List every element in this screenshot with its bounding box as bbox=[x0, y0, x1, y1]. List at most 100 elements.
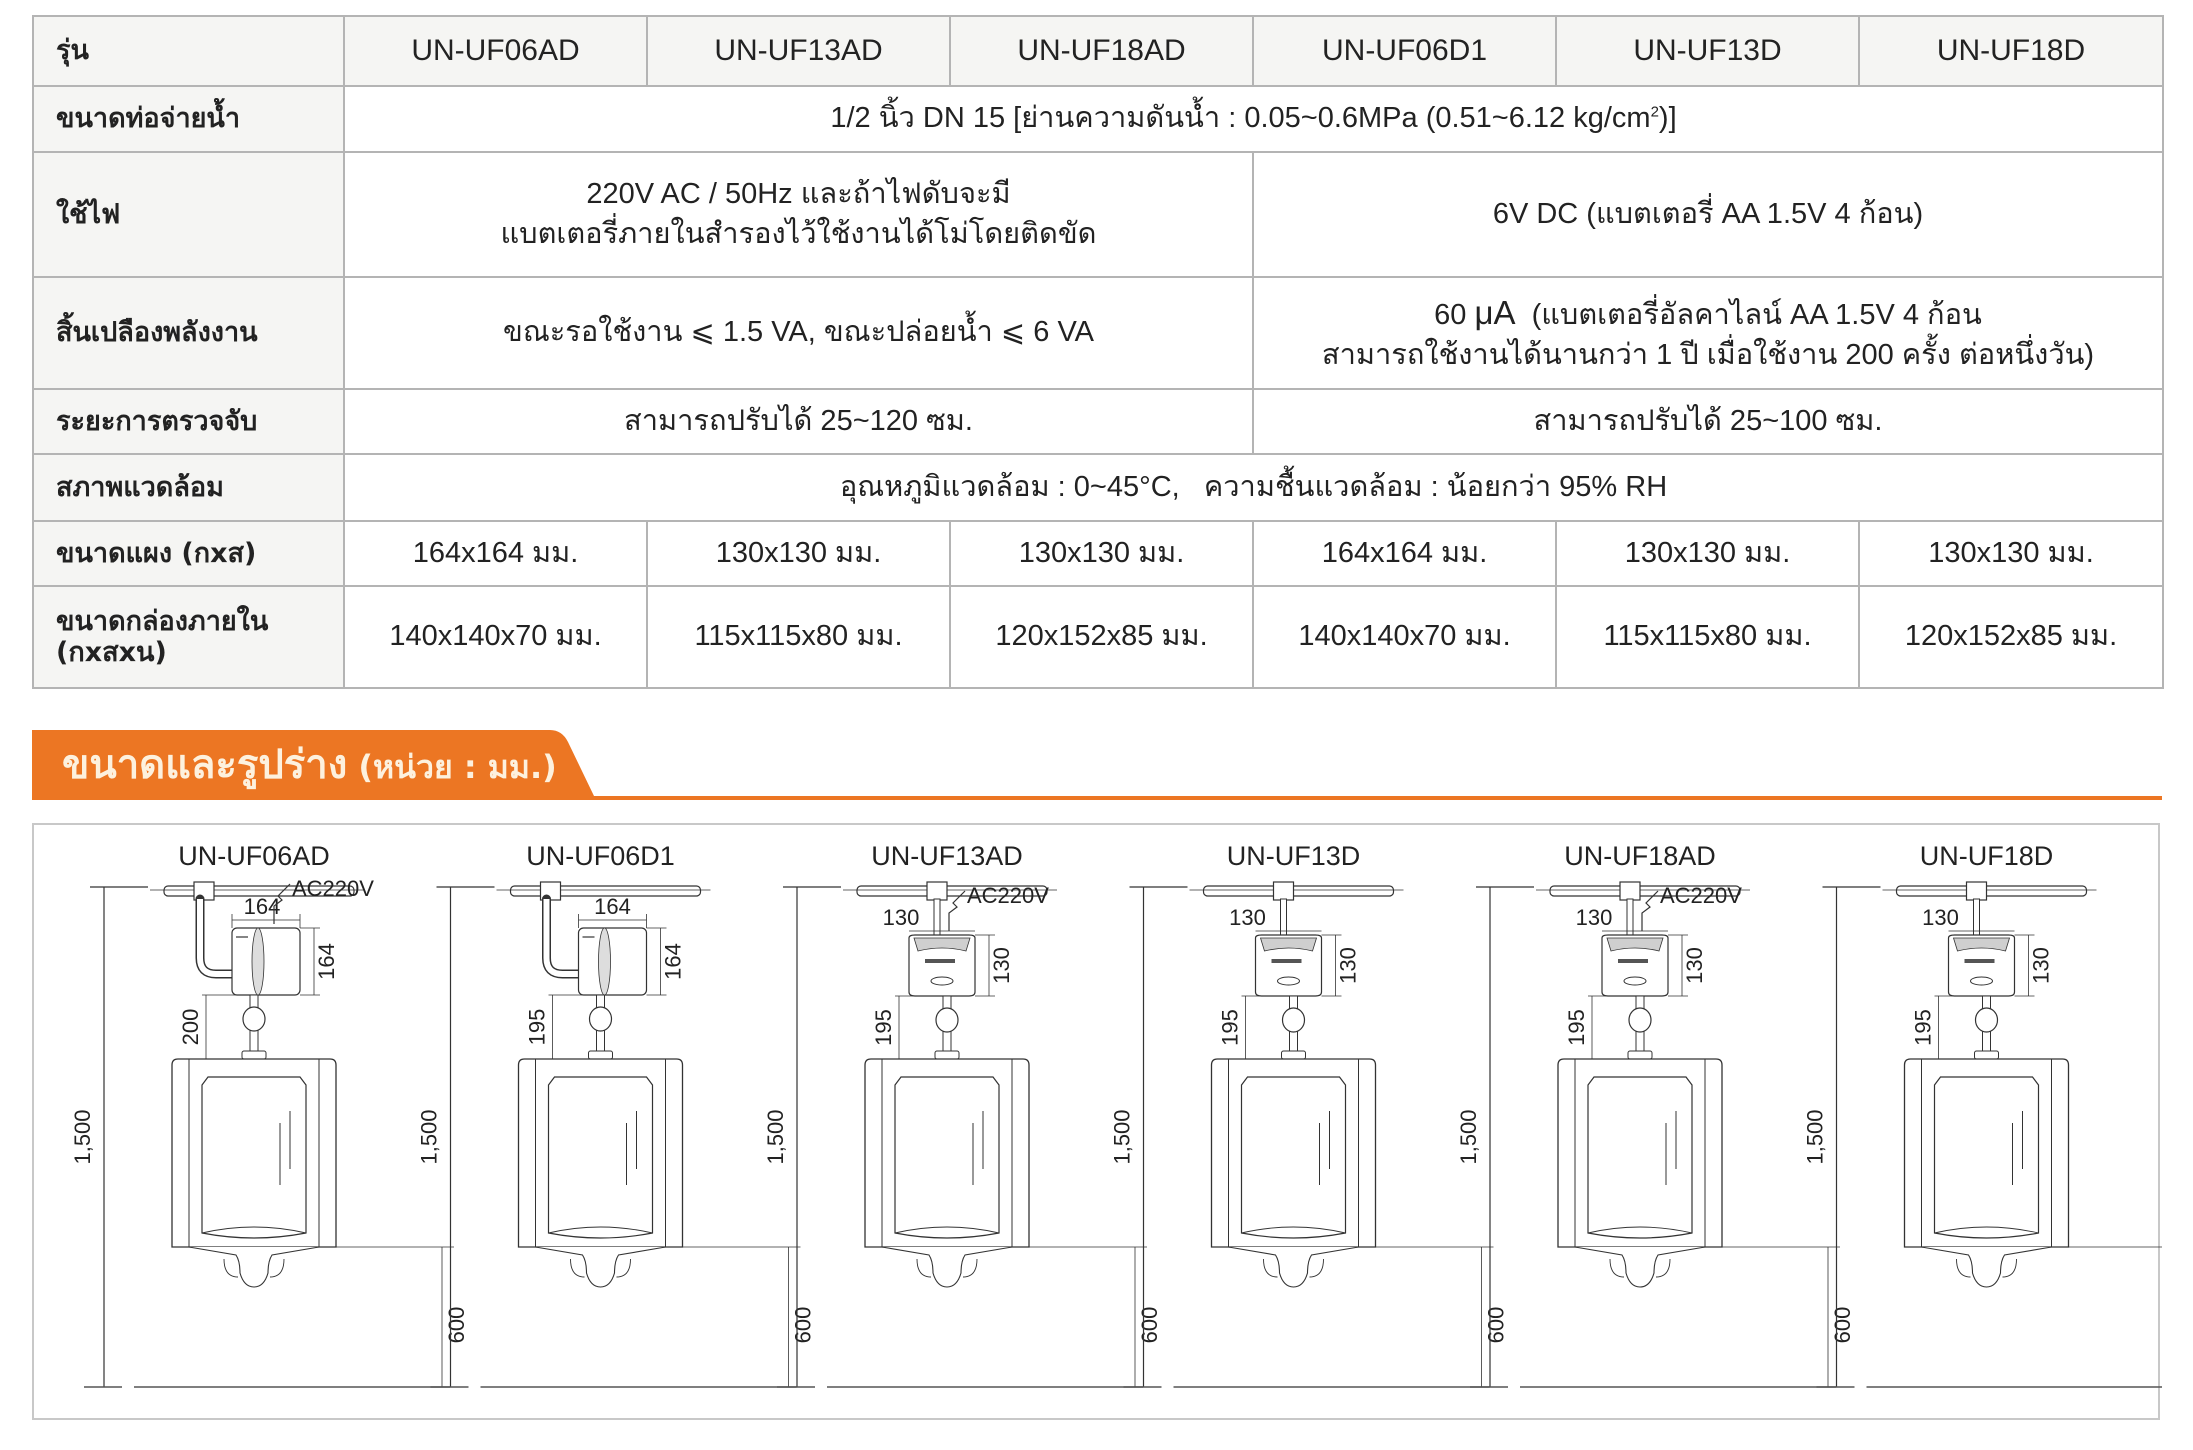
gap-dim: 195 bbox=[1218, 1009, 1243, 1046]
section-header: ขนาดและรูปร่าง (หน่วย : มม.) bbox=[32, 730, 2162, 800]
model-header: UN-UF18D bbox=[1858, 15, 2164, 87]
panel-width-dim: 130 bbox=[883, 905, 920, 930]
panel-size-value: 164x164 มม. bbox=[1252, 520, 1557, 587]
floor-height-dim: 600 bbox=[1830, 1307, 1855, 1344]
sensor-panel-icon bbox=[231, 927, 301, 996]
urinal-installation-drawings: UN-UF06AD 1,500 164 164 AC220V 200 600 UN-UF06D… bbox=[70, 841, 2162, 1388]
model-header: UN-UF13AD bbox=[646, 15, 951, 87]
diagram-title: UN-UF13AD bbox=[871, 841, 1023, 871]
consumption-row: สิ้นเปลืองพลังงาน ขณะรอใช้งาน ⩽ 1.5 VA, … bbox=[32, 276, 2164, 390]
gap-dim: 195 bbox=[1911, 1009, 1936, 1046]
total-height-dim: 1,500 bbox=[1803, 1109, 1828, 1164]
panel-width-dim: 130 bbox=[1576, 905, 1613, 930]
panel-size-value: 164x164 มม. bbox=[343, 520, 648, 587]
panel-width-dim: 130 bbox=[1922, 905, 1959, 930]
urinal-icon bbox=[1557, 1058, 1723, 1248]
total-height-dim: 1,500 bbox=[417, 1109, 442, 1164]
consumption-dc-value: 60 μA (แบตเตอรี่อัลคาไลน์ AA 1.5V 4 ก้อน… bbox=[1252, 276, 2164, 390]
panel-height-dim: 130 bbox=[989, 947, 1014, 984]
urinal-icon bbox=[1210, 1058, 1377, 1248]
panel-size-value: 130x130 มม. bbox=[646, 520, 951, 587]
diagram-title: UN-UF18D bbox=[1920, 841, 2054, 871]
gap-dim: 200 bbox=[178, 1009, 203, 1046]
detection-dc-value: สามารถปรับได้ 25~100 ซม. bbox=[1252, 388, 2164, 455]
diagram-un-uf18ad: UN-UF18AD 1,500 130 130 AC220V 195 600 bbox=[1456, 841, 1855, 1388]
urinal-icon bbox=[171, 1058, 337, 1248]
section-title: ขนาดและรูปร่าง (หน่วย : มม.) bbox=[62, 742, 557, 788]
box-size-value: 140x140x70 มม. bbox=[343, 585, 648, 689]
panel-width-dim: 130 bbox=[1229, 905, 1266, 930]
model-header: UN-UF18AD bbox=[949, 15, 1254, 87]
panel-size-row: ขนาดแผง (กxส) 164x164 มม. 130x130 มม. 13… bbox=[32, 520, 2164, 587]
section-tab-shape bbox=[32, 730, 2162, 800]
floor-height-dim: 600 bbox=[1484, 1307, 1509, 1344]
sensor-panel-icon bbox=[1601, 934, 1669, 997]
diagram-title: UN-UF18AD bbox=[1564, 841, 1716, 871]
diagram-un-uf06ad: UN-UF06AD 1,500 164 164 AC220V 200 600 bbox=[70, 841, 469, 1388]
total-height-dim: 1,500 bbox=[1456, 1109, 1481, 1164]
dimension-diagrams: UN-UF06AD 1,500 164 164 AC220V 200 600 UN-UF06D… bbox=[32, 823, 2162, 1420]
floor-height-dim: 600 bbox=[444, 1307, 469, 1344]
power-label: AC220V bbox=[292, 876, 374, 901]
urinal-icon bbox=[864, 1058, 1030, 1248]
sensor-panel-icon bbox=[577, 927, 648, 996]
diagram-un-uf13d: UN-UF13D 1,500 130 130 195 600 bbox=[1110, 841, 1509, 1388]
environment-label: สภาพแวดล้อม bbox=[32, 453, 345, 522]
panel-size-value: 130x130 มม. bbox=[949, 520, 1254, 587]
model-header: UN-UF13D bbox=[1555, 15, 1860, 87]
sensor-panel-icon bbox=[1254, 934, 1323, 997]
diagram-title: UN-UF06D1 bbox=[526, 841, 675, 871]
sensor-panel-icon bbox=[1947, 934, 2016, 997]
model-label: รุ่น bbox=[32, 15, 345, 87]
power-lightning-icon bbox=[948, 890, 966, 931]
panel-height-dim: 130 bbox=[1336, 947, 1361, 984]
box-size-value: 120x152x85 มม. bbox=[1858, 585, 2164, 689]
spec-table: รุ่น UN-UF06AD UN-UF13AD UN-UF18AD UN-UF… bbox=[32, 15, 2164, 689]
header-row: รุ่น UN-UF06AD UN-UF13AD UN-UF18AD UN-UF… bbox=[32, 15, 2164, 87]
box-size-value: 140x140x70 มม. bbox=[1252, 585, 1557, 689]
power-dc-value: 6V DC (แบตเตอรี่ AA 1.5V 4 ก้อน) bbox=[1252, 151, 2164, 278]
panel-height-dim: 164 bbox=[661, 943, 686, 980]
total-height-dim: 1,500 bbox=[763, 1109, 788, 1164]
floor-height-dim: 600 bbox=[791, 1307, 816, 1344]
floor-height-dim: 600 bbox=[1137, 1307, 1162, 1344]
gap-dim: 195 bbox=[1564, 1009, 1589, 1046]
box-size-label: ขนาดกล่องภายใน(กxสxน) bbox=[32, 585, 345, 689]
diagram-title: UN-UF13D bbox=[1227, 841, 1361, 871]
panel-height-dim: 164 bbox=[314, 943, 339, 980]
urinal-icon bbox=[1903, 1058, 2070, 1248]
consumption-label: สิ้นเปลืองพลังงาน bbox=[32, 276, 345, 390]
panel-width-dim: 164 bbox=[244, 894, 281, 919]
pipe-size-value: 1/2 นิ้ว DN 15 [ย่านความดันน้ำ : 0.05~0.… bbox=[343, 85, 2164, 153]
box-size-row: ขนาดกล่องภายใน(กxสxน) 140x140x70 มม. 115… bbox=[32, 585, 2164, 689]
pipe-size-row: ขนาดท่อจ่ายน้ำ 1/2 นิ้ว DN 15 [ย่านความด… bbox=[32, 85, 2164, 153]
sensor-panel-icon bbox=[908, 934, 976, 997]
pipe-size-label: ขนาดท่อจ่ายน้ำ bbox=[32, 85, 345, 153]
panel-size-value: 130x130 มม. bbox=[1858, 520, 2164, 587]
panel-height-dim: 130 bbox=[2029, 947, 2054, 984]
box-size-value: 115x115x80 มม. bbox=[1555, 585, 1860, 689]
environment-value: อุณหภูมิแวดล้อม : 0~45°C, ความชื้นแวดล้อ… bbox=[343, 453, 2164, 522]
power-row: ใช้ไฟ 220V AC / 50Hz และถ้าไฟดับจะมีแบตเ… bbox=[32, 151, 2164, 278]
total-height-dim: 1,500 bbox=[70, 1109, 95, 1164]
power-label: AC220V bbox=[967, 883, 1049, 908]
environment-row: สภาพแวดล้อม อุณหภูมิแวดล้อม : 0~45°C, คว… bbox=[32, 453, 2164, 522]
power-label: AC220V bbox=[1660, 883, 1742, 908]
model-header: UN-UF06AD bbox=[343, 15, 648, 87]
model-header: UN-UF06D1 bbox=[1252, 15, 1557, 87]
power-ac-value: 220V AC / 50Hz และถ้าไฟดับจะมีแบตเตอรี่ภ… bbox=[343, 151, 1254, 278]
detection-ac-value: สามารถปรับได้ 25~120 ซม. bbox=[343, 388, 1254, 455]
box-size-value: 120x152x85 มม. bbox=[949, 585, 1254, 689]
detection-label: ระยะการตรวจจับ bbox=[32, 388, 345, 455]
total-height-dim: 1,500 bbox=[1110, 1109, 1135, 1164]
box-size-value: 115x115x80 มม. bbox=[646, 585, 951, 689]
urinal-icon bbox=[517, 1058, 684, 1248]
panel-height-dim: 130 bbox=[1682, 947, 1707, 984]
diagram-un-uf18d: UN-UF18D 1,500 130 130 195 600 bbox=[1803, 841, 2162, 1388]
power-lightning-icon bbox=[1641, 890, 1659, 931]
diagram-title: UN-UF06AD bbox=[178, 841, 330, 871]
power-label: ใช้ไฟ bbox=[32, 151, 345, 278]
panel-size-label: ขนาดแผง (กxส) bbox=[32, 520, 345, 587]
